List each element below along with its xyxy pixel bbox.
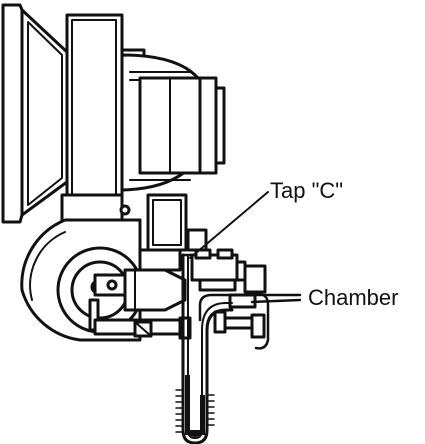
gas-valve: [190, 248, 270, 350]
lower-piping: [93, 316, 192, 340]
tap-c-label: Tap "C": [270, 178, 344, 203]
burner-body: [65, 13, 124, 217]
nozzle-assembly: [56, 246, 187, 334]
motor: [120, 48, 226, 192]
air-cone: [1, 3, 69, 224]
chamber-label: Chamber: [308, 285, 399, 310]
chamber-tube: [198, 293, 302, 322]
u-tube-manometer: [175, 253, 234, 444]
tap-c-leader-line: [189, 191, 269, 259]
